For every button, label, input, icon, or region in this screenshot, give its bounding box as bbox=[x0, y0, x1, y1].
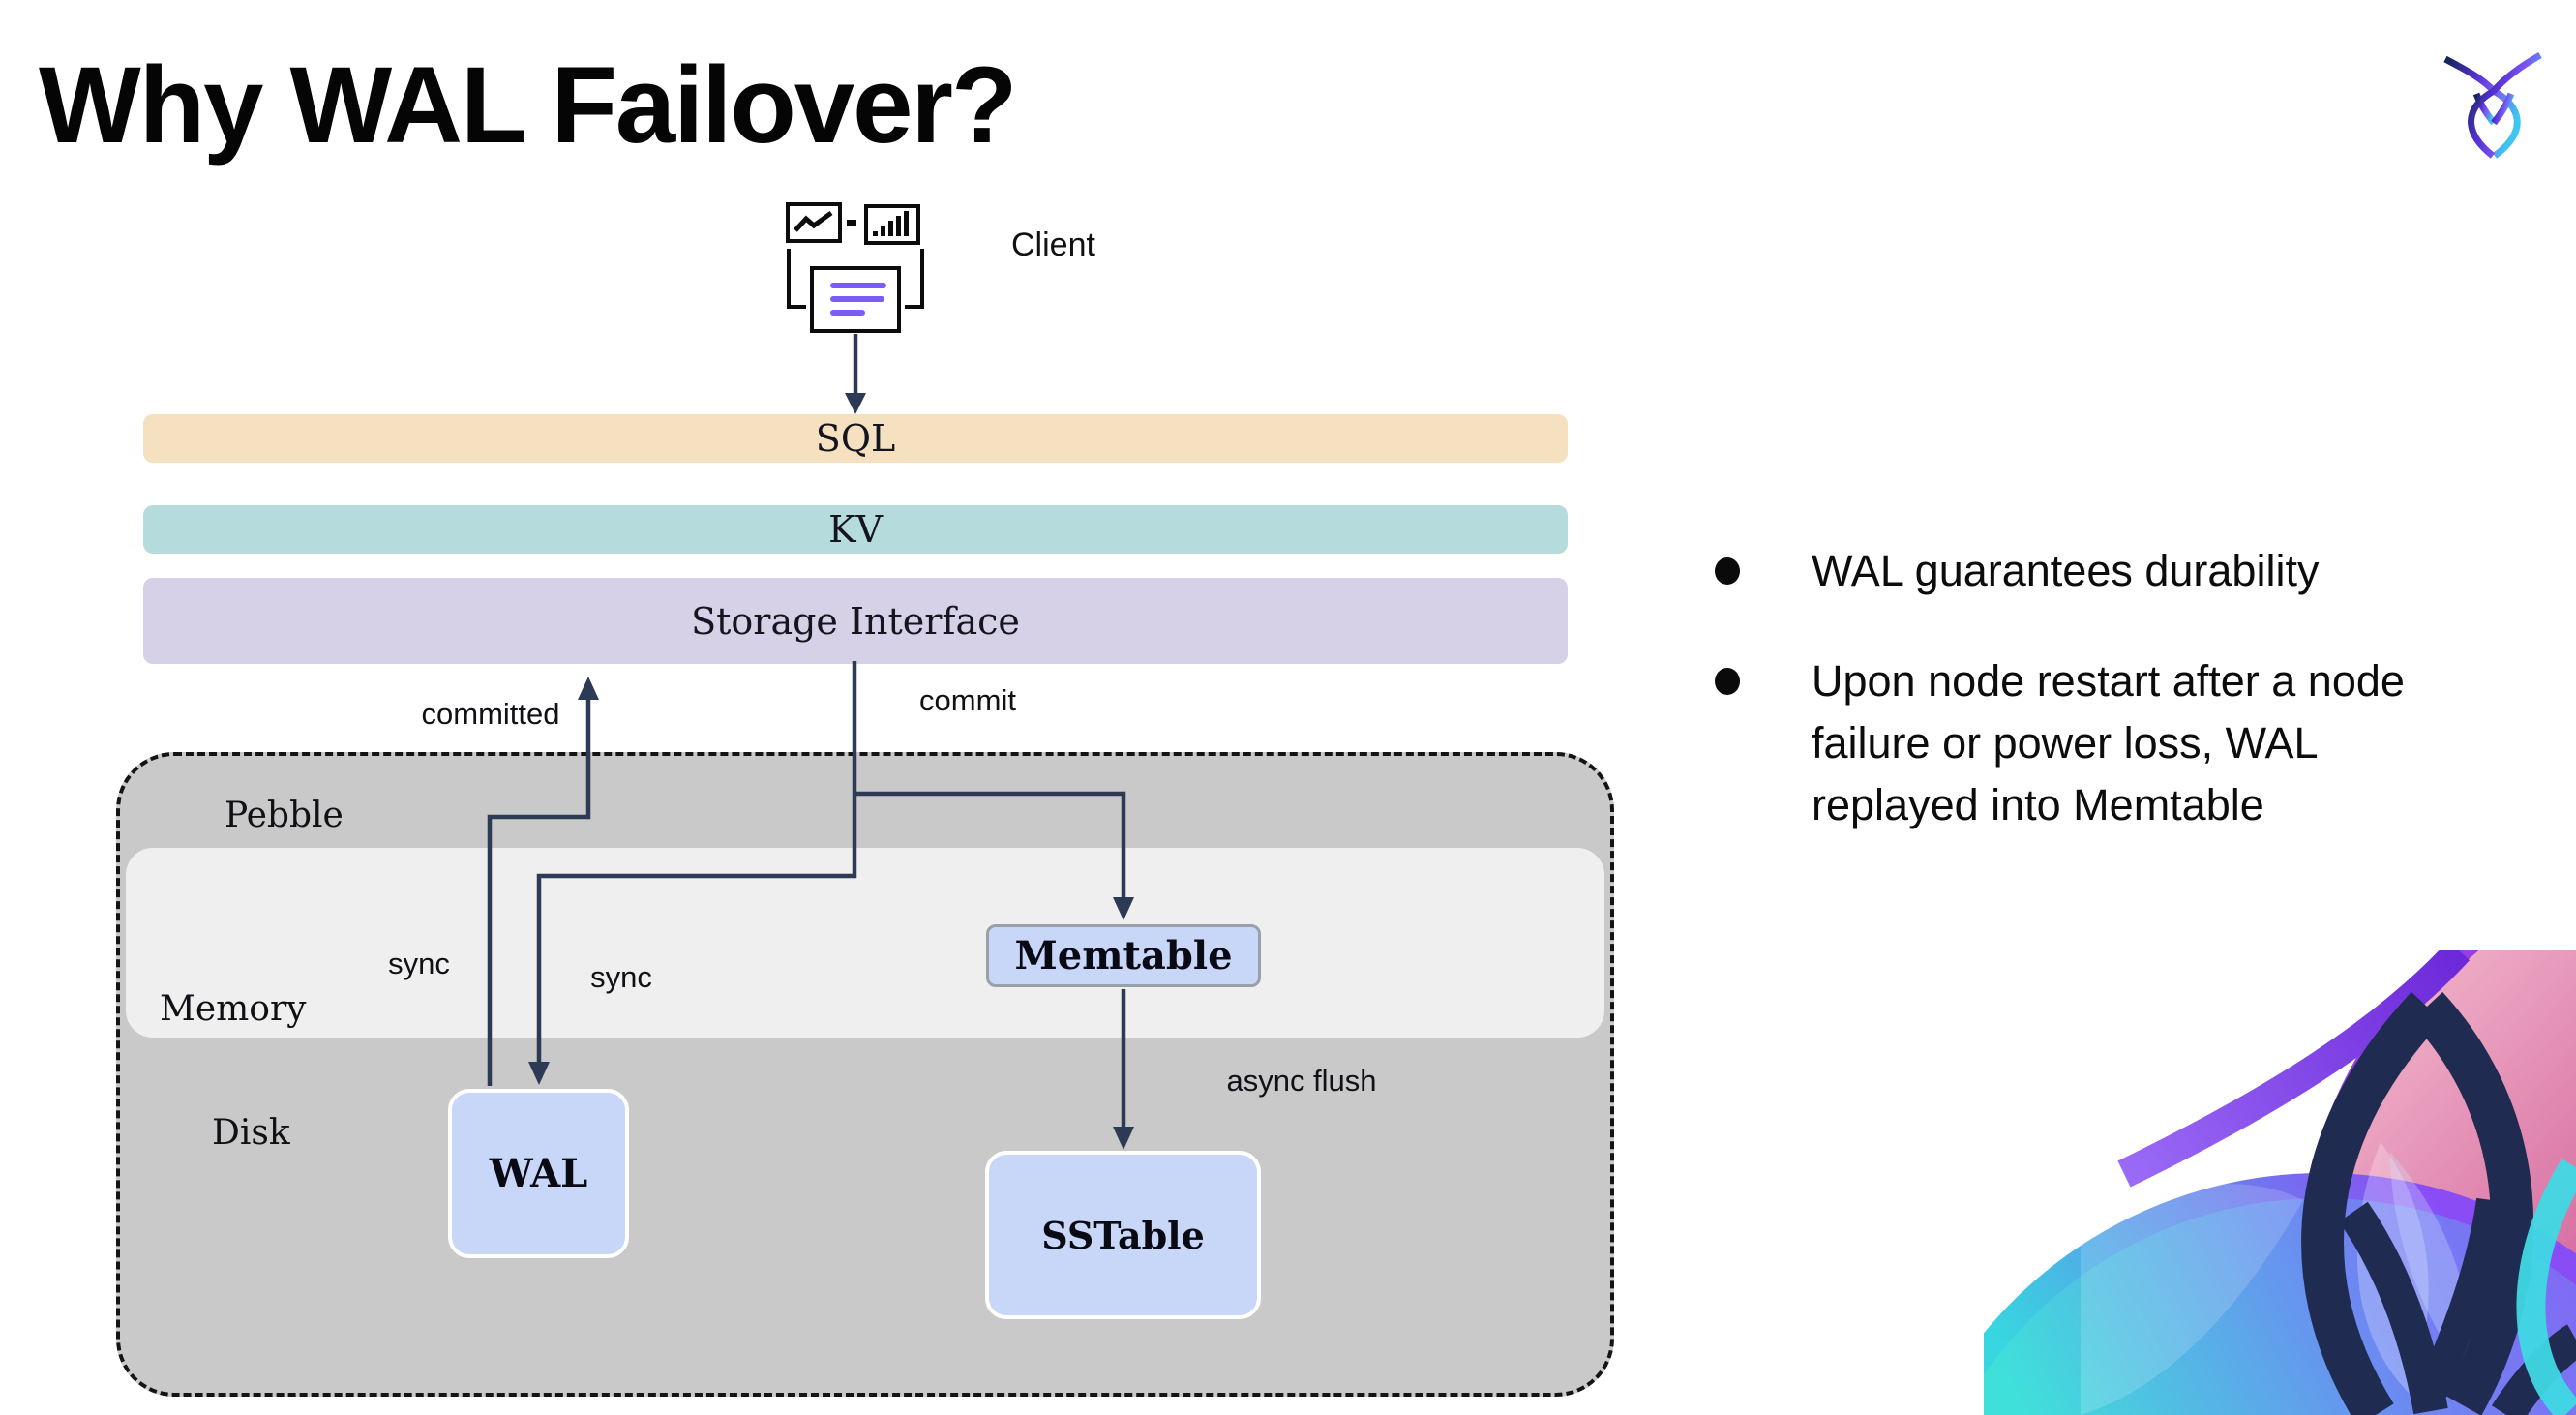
sync-left-edge-label: sync bbox=[388, 947, 450, 980]
screen-bracket-right-icon bbox=[905, 249, 924, 309]
memory-band bbox=[126, 848, 1604, 1038]
sstable-node: SSTable bbox=[985, 1151, 1261, 1319]
commit-edge-label: commit bbox=[919, 683, 1016, 717]
screen-bracket-left-icon bbox=[787, 249, 806, 309]
bullet-text: Upon node restart after a node failure o… bbox=[1812, 656, 2405, 829]
bullet-dot-icon bbox=[1715, 557, 1740, 585]
document-text-line bbox=[830, 310, 865, 316]
list-item: WAL guarantees durability bbox=[1715, 540, 2518, 602]
layer-kv-label: KV bbox=[828, 508, 883, 551]
layer-kv: KV bbox=[143, 505, 1568, 554]
wal-node: WAL bbox=[448, 1089, 629, 1258]
disk-label: Disk bbox=[212, 1113, 290, 1153]
bullet-list: WAL guarantees durability Upon node rest… bbox=[1715, 540, 2518, 836]
document-icon bbox=[810, 266, 901, 333]
brand-art-sphere bbox=[1984, 950, 2576, 1415]
layer-sql-label: SQL bbox=[815, 417, 896, 460]
pebble-label: Pebble bbox=[225, 796, 344, 835]
memory-label: Memory bbox=[160, 989, 307, 1029]
cockroachdb-logo-icon bbox=[2443, 51, 2542, 159]
layer-storage-interface: Storage Interface bbox=[143, 578, 1568, 664]
layer-storage-label: Storage Interface bbox=[691, 599, 1020, 643]
async-flush-edge-label: async flush bbox=[1226, 1064, 1377, 1098]
document-text-line bbox=[830, 283, 886, 288]
dash-connector-icon bbox=[847, 220, 856, 226]
layer-sql: SQL bbox=[143, 414, 1568, 463]
memtable-node: Memtable bbox=[986, 924, 1261, 987]
client-label: Client bbox=[1011, 226, 1095, 263]
list-item: Upon node restart after a node failure o… bbox=[1715, 650, 2518, 836]
client-terminal-icon bbox=[779, 198, 934, 339]
page-title: Why WAL Failover? bbox=[39, 45, 1017, 166]
bullet-dot-icon bbox=[1715, 668, 1740, 695]
committed-edge-label: committed bbox=[421, 697, 560, 731]
bullet-text: WAL guarantees durability bbox=[1812, 546, 2320, 595]
bar-chart-icon bbox=[864, 204, 920, 245]
document-text-line bbox=[830, 296, 884, 302]
line-chart-icon bbox=[786, 202, 842, 243]
sync-right-edge-label: sync bbox=[590, 960, 652, 994]
